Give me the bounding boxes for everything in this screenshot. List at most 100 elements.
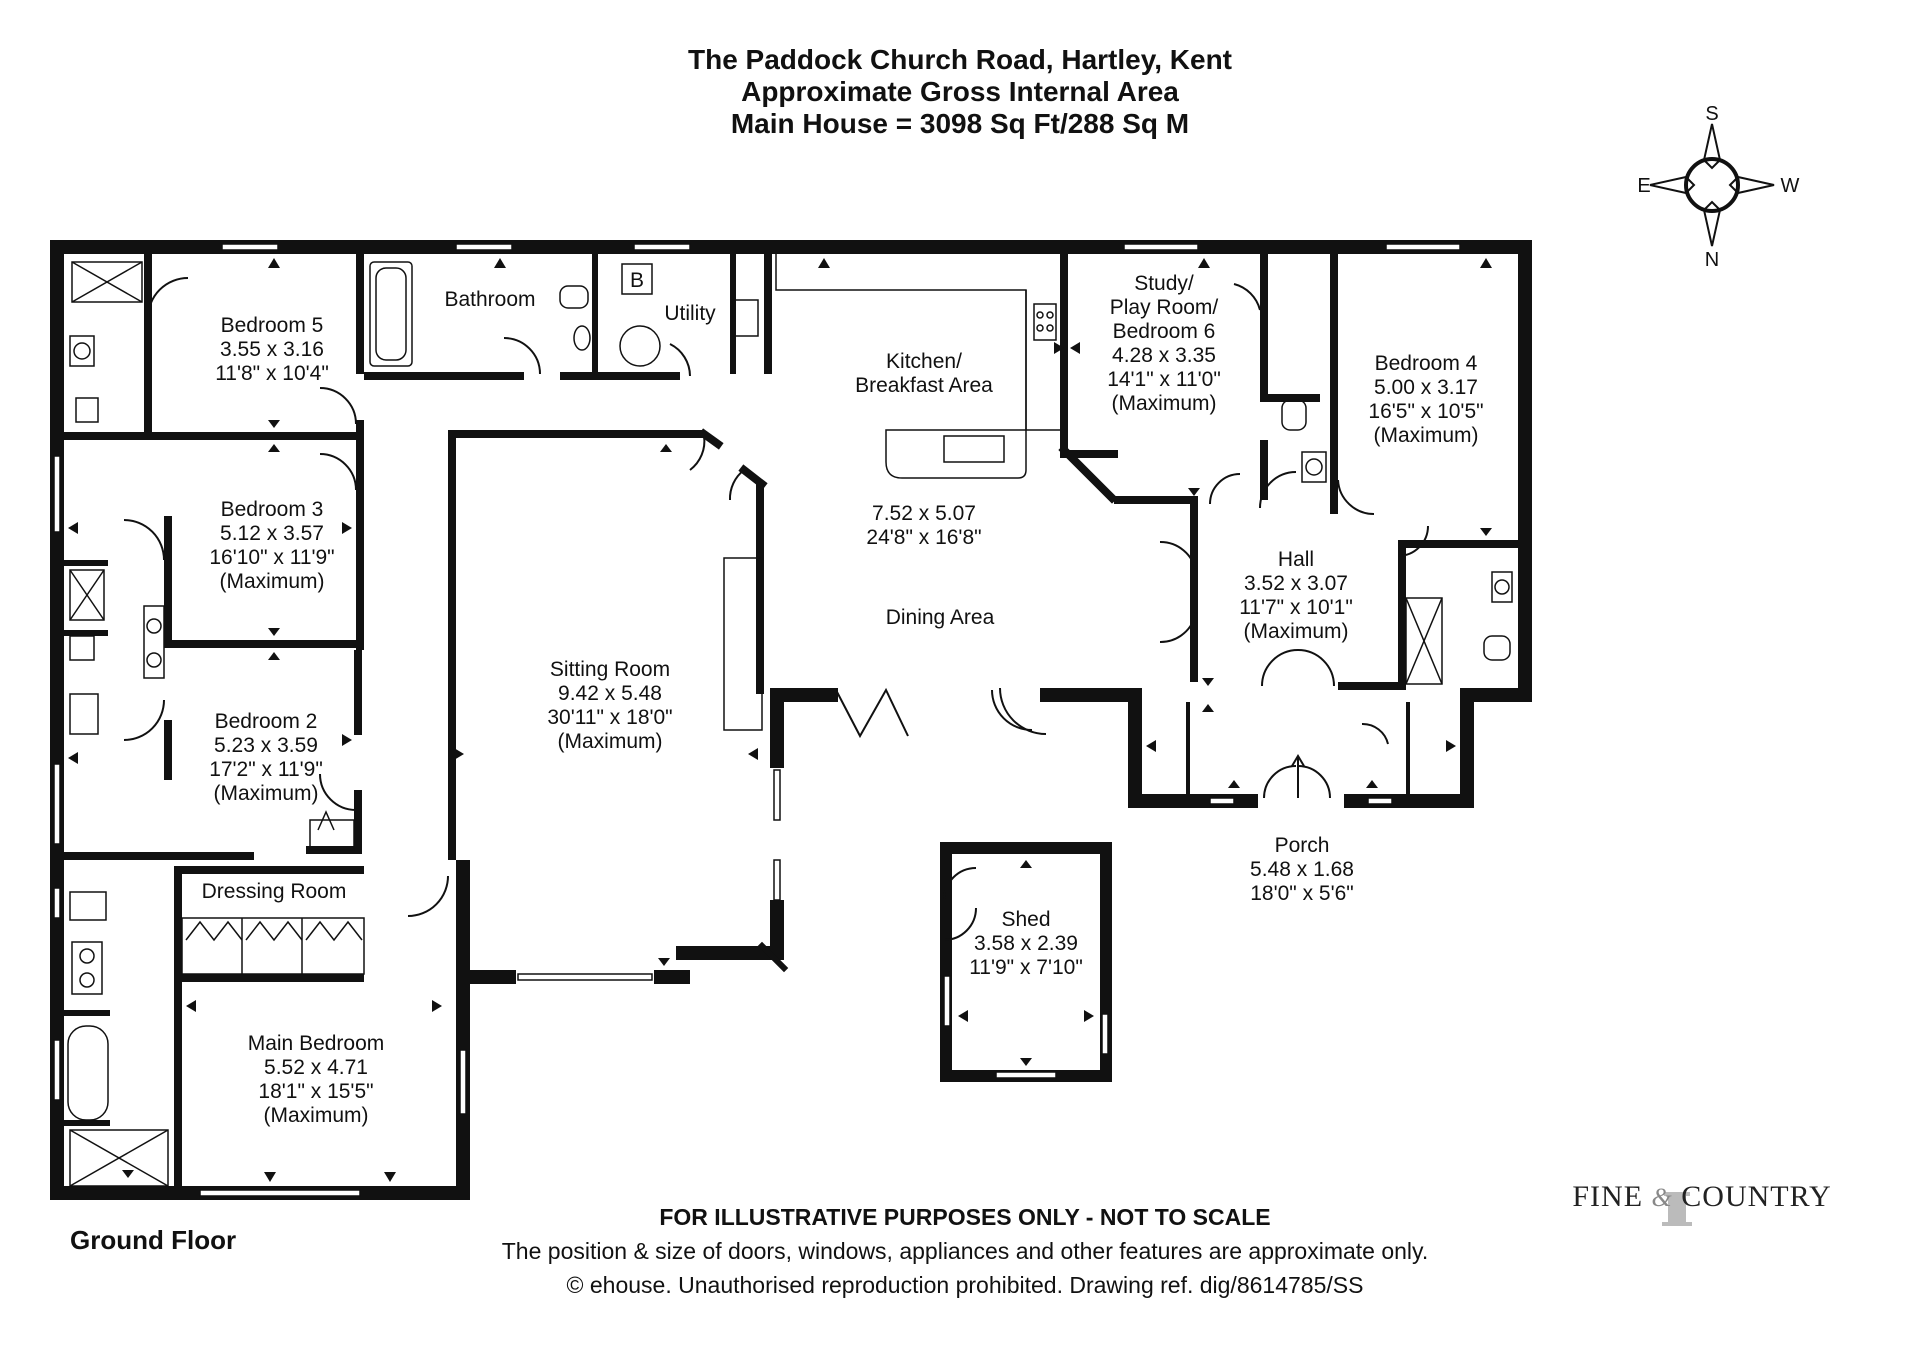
shed-line-2: 11'9" x 7'10" — [969, 956, 1083, 979]
boiler-icon — [621, 263, 653, 295]
utility-line-0: Utility — [664, 302, 716, 325]
sitting-line-3: (Maximum) — [558, 730, 663, 753]
windows — [53, 243, 1461, 1197]
bedroom5-line-2: 11'8" x 10'4" — [215, 362, 329, 385]
sink-icon — [943, 435, 1005, 463]
mainbed-line-2: 18'1" x 15'5" — [258, 1080, 373, 1103]
study-line-2: Bedroom 6 — [1113, 320, 1216, 343]
bath-icon — [67, 1025, 109, 1121]
toilet-icon — [1483, 635, 1511, 661]
shed-line-1: 3.58 x 2.39 — [974, 932, 1078, 955]
bedroom3-line-3: (Maximum) — [220, 570, 325, 593]
bedroom2-line-0: Bedroom 2 — [215, 710, 318, 733]
brand-logo: FINE & COUNTRY — [1572, 1180, 1832, 1214]
hearth — [723, 557, 763, 731]
door-swing — [147, 277, 189, 319]
diagonal-walls — [698, 428, 1194, 973]
porch-line-2: 18'0" x 5'6" — [1250, 882, 1354, 905]
area-caption: Approximate Gross Internal Area — [741, 76, 1179, 107]
compass-rose — [1649, 123, 1775, 247]
basin-icon — [573, 325, 591, 351]
cupboard-icon — [309, 819, 355, 851]
bedroom5-line-1: 3.55 x 3.16 — [220, 338, 324, 361]
fixtures — [67, 261, 1513, 1187]
brand-column-icon — [1662, 1192, 1692, 1226]
compass-w: W — [1781, 175, 1800, 197]
mainbed-line-0: Main Bedroom — [248, 1032, 385, 1055]
bedroom3-line-0: Bedroom 3 — [221, 498, 324, 521]
porch-line-1: 5.48 x 1.68 — [1250, 858, 1354, 881]
bathroom-line-0: Bathroom — [444, 288, 535, 311]
room-label-boiler: B — [630, 269, 644, 292]
bedroom2-line-2: 17'2" x 11'9" — [209, 758, 323, 781]
compass-n: N — [1705, 249, 1719, 271]
interior-walls — [64, 254, 1518, 1196]
toilet-icon — [69, 891, 107, 921]
shower-tray-icon — [1405, 597, 1443, 685]
mainbed-line-1: 5.52 x 4.71 — [264, 1056, 368, 1079]
bedroom5-line-0: Bedroom 5 — [221, 314, 324, 337]
dims_kd-line-1: 24'8" x 16'8" — [866, 526, 981, 549]
toilet-icon — [1281, 399, 1307, 431]
room-label-dining: Dining Area — [886, 606, 995, 629]
hall-line-3: (Maximum) — [1244, 620, 1349, 643]
room-label-kitchen: Kitchen/Breakfast Area — [855, 350, 993, 397]
dining-line-0: Dining Area — [886, 606, 995, 629]
porch-line-0: Porch — [1275, 834, 1330, 857]
plan-address: The Paddock Church Road, Hartley, Kent — [687, 44, 1233, 75]
dressing-line-0: Dressing Room — [202, 880, 347, 903]
footer-note: The position & size of doors, windows, a… — [501, 1238, 1429, 1264]
cupboard-icon — [69, 693, 99, 735]
study-line-3: 4.28 x 3.35 — [1112, 344, 1216, 367]
study-line-0: Study/ — [1134, 272, 1194, 295]
room-label-utility: Utility — [664, 302, 716, 325]
opening-markers — [68, 258, 1492, 1182]
disclaimer: FOR ILLUSTRATIVE PURPOSES ONLY - NOT TO … — [659, 1204, 1271, 1230]
shower-tray-icon — [69, 569, 105, 621]
hall-line-1: 3.52 x 3.07 — [1244, 572, 1348, 595]
bedroom4-line-2: 16'5" x 10'5" — [1368, 400, 1483, 423]
bedroom3-line-2: 16'10" x 11'9" — [209, 546, 334, 569]
compass-e: E — [1637, 175, 1650, 197]
toilet-icon — [559, 285, 589, 309]
study-line-4: 14'1" x 11'0" — [1107, 368, 1221, 391]
footer-copyright: © ehouse. Unauthorised reproduction proh… — [566, 1272, 1364, 1298]
toilet-icon — [75, 397, 99, 423]
sitting-line-1: 9.42 x 5.48 — [558, 682, 662, 705]
compass-s: S — [1705, 103, 1718, 125]
study-line-5: (Maximum) — [1112, 392, 1217, 415]
wardrobe-icon — [181, 917, 365, 975]
compass-labels: S N E W — [1637, 103, 1799, 271]
doors — [123, 277, 1429, 941]
hob-icon — [1033, 303, 1057, 341]
bedroom3-line-1: 5.12 x 3.57 — [220, 522, 324, 545]
kitchen-line-1: Breakfast Area — [855, 374, 993, 397]
bedroom2-line-1: 5.23 x 3.59 — [214, 734, 318, 757]
bedroom2-line-3: (Maximum) — [214, 782, 319, 805]
bedroom4-line-0: Bedroom 4 — [1375, 352, 1478, 375]
sink-icon — [731, 299, 759, 337]
basin-icon — [71, 941, 103, 995]
basin-icon — [1301, 451, 1327, 483]
sitting-line-0: Sitting Room — [550, 658, 670, 681]
washer-icon — [619, 325, 661, 367]
room-label-bathroom: Bathroom — [444, 288, 535, 311]
bedroom4-line-1: 5.00 x 3.17 — [1374, 376, 1478, 399]
shed-line-0: Shed — [1001, 908, 1050, 931]
mainbed-line-3: (Maximum) — [264, 1104, 369, 1127]
study-line-1: Play Room/ — [1110, 296, 1219, 319]
kitchen-line-0: Kitchen/ — [886, 350, 962, 373]
hall-line-0: Hall — [1278, 548, 1314, 571]
floor-label: Ground Floor — [70, 1225, 237, 1255]
brand-amp: & — [1651, 1183, 1673, 1212]
room-label-dressing: Dressing Room — [202, 880, 347, 903]
